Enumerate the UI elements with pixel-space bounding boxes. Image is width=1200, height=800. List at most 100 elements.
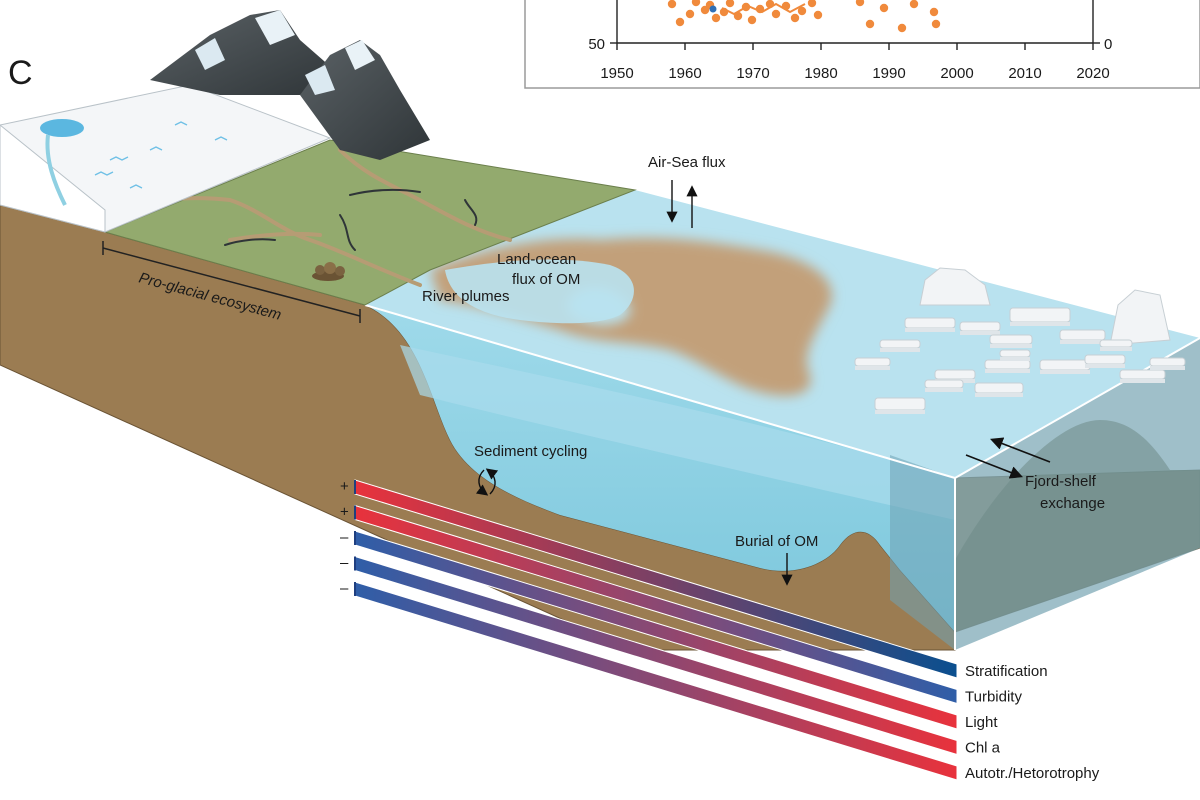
- inset-point: [709, 5, 717, 13]
- inset-point: [747, 15, 757, 25]
- sea-ice-floe: [999, 349, 1031, 358]
- gradient-bar-label: Autotr./Hetorotrophy: [965, 765, 1100, 782]
- burial-of-om-label: Burial of OM: [735, 533, 818, 550]
- tributary-4: [349, 188, 421, 196]
- gradient-bars: +Stratification+Turbidity–Light–Chl a–Au…: [340, 478, 1100, 782]
- gradient-bar-label: Turbidity: [965, 689, 1022, 706]
- gradient-bar-sign: –: [340, 555, 349, 572]
- fjord-shelf-label-line1: Fjord-shelf: [1025, 473, 1097, 490]
- inset-chart-frame: [524, 0, 1200, 89]
- gradient-bar-sign: +: [340, 478, 349, 495]
- inset-point: [855, 0, 865, 7]
- sea-ice-floes: [854, 307, 1186, 414]
- iceberg-large: [919, 267, 991, 306]
- inset-y-right-tick-label: 0: [1104, 36, 1112, 53]
- shelf-seabed-hill: [955, 420, 1200, 632]
- air-sea-flux-label: Air-Sea flux: [648, 154, 726, 171]
- inset-point: [909, 0, 919, 9]
- sea-ice-floe-side: [875, 410, 925, 414]
- gradient-bar-sign: –: [340, 580, 349, 597]
- meltwater-channel: [45, 134, 67, 206]
- tributary-3: [224, 238, 276, 246]
- sediment-cycling-arrow-1: [475, 469, 489, 496]
- sea-ice-floe-side: [1085, 364, 1125, 368]
- sea-ice-floe: [1119, 369, 1166, 380]
- sea-ice-floe: [959, 321, 1001, 332]
- mountain-snow-2: [195, 38, 225, 70]
- iceberg-right: [1109, 289, 1171, 346]
- sea-ice-floe: [924, 379, 964, 389]
- inset-x-tick-label: 1950: [600, 65, 633, 82]
- inset-point: [897, 23, 907, 33]
- sea-ice-floe-side: [960, 331, 1000, 335]
- sea-ice-floe: [1059, 329, 1106, 341]
- inset-point: [929, 7, 939, 17]
- sea-ice-floe: [984, 359, 1031, 370]
- sea-ice-floe-side: [1060, 340, 1105, 344]
- fjord-shelf-label-line2: exchange: [1040, 495, 1105, 512]
- mountains: [150, 10, 430, 160]
- icebergs: [919, 267, 1171, 346]
- gradient-bar-label: Stratification: [965, 663, 1048, 680]
- tributary-1: [464, 199, 478, 226]
- inset-y-left-tick-label: 50: [588, 36, 605, 53]
- inset-point: [865, 19, 875, 29]
- sediment-cycling-label: Sediment cycling: [474, 443, 587, 460]
- river-north: [338, 148, 512, 242]
- sea-ice-floe: [874, 397, 926, 411]
- sea-ice-floe: [974, 382, 1024, 394]
- sea-ice-floe: [854, 357, 891, 367]
- mountain-snow-1: [255, 10, 295, 45]
- sea-ice-floe: [1009, 307, 1071, 323]
- shelf-water-front: [890, 455, 955, 650]
- sea-ice-floe-side: [1100, 347, 1132, 351]
- sea-ice-floe: [1084, 354, 1126, 365]
- sea-ice-floe-side: [990, 344, 1032, 348]
- sea-ice-floe-side: [855, 366, 890, 370]
- inset-x-tick-label: 2020: [1076, 65, 1109, 82]
- inset-point: [711, 13, 721, 23]
- sea-ice-floe-side: [1150, 366, 1185, 370]
- fjord-shelf-arrow-in: [990, 437, 1051, 463]
- sea-ice-floe: [934, 369, 976, 380]
- land-ocean-label-line1: Land-ocean: [497, 251, 576, 268]
- inset-x-tick-label: 1980: [804, 65, 837, 82]
- inset-point: [675, 17, 685, 27]
- inset-point: [797, 6, 807, 16]
- water-deep-layer: [400, 345, 955, 520]
- inset-point: [725, 0, 735, 8]
- sea-ice-floe: [989, 334, 1033, 345]
- plume-clear-lagoon: [445, 259, 634, 324]
- panel-letter: C: [8, 54, 33, 92]
- inset-point: [790, 13, 800, 23]
- sea-ice-floe-side: [925, 388, 963, 392]
- sea-ice-floe-side: [880, 348, 920, 352]
- sea-ice-floe-side: [1120, 379, 1165, 383]
- inset-point: [931, 19, 941, 29]
- inset-x-tick-label: 2000: [940, 65, 973, 82]
- river-west: [228, 231, 322, 242]
- water-front-top-line: [364, 304, 956, 479]
- gradient-bar-label: Chl a: [965, 740, 1001, 757]
- inset-point: [879, 3, 889, 13]
- land-ocean-label-line2: flux of OM: [512, 271, 580, 288]
- inset-x-tick-label: 1960: [668, 65, 701, 82]
- sediment-cycling-arrow-2: [485, 468, 499, 495]
- gradient-bar-sign: +: [340, 504, 349, 521]
- proglacial-land: [103, 139, 637, 306]
- mountain-snow-3: [345, 40, 375, 70]
- inset-point: [691, 0, 701, 7]
- sea-ice-floe: [1039, 359, 1091, 371]
- tributary-2: [339, 214, 356, 251]
- sea-ice-floe: [904, 317, 956, 329]
- shrub-icon: [312, 262, 345, 281]
- proglacial-bracket: [102, 241, 361, 323]
- sea-ice-floe-side: [975, 393, 1023, 397]
- mountain-right: [300, 40, 430, 160]
- fjord-shelf-arrow-out: [965, 454, 1023, 479]
- inset-point: [667, 0, 677, 9]
- inset-trend-line: [721, 2, 806, 16]
- inset-x-tick-label: 1990: [872, 65, 905, 82]
